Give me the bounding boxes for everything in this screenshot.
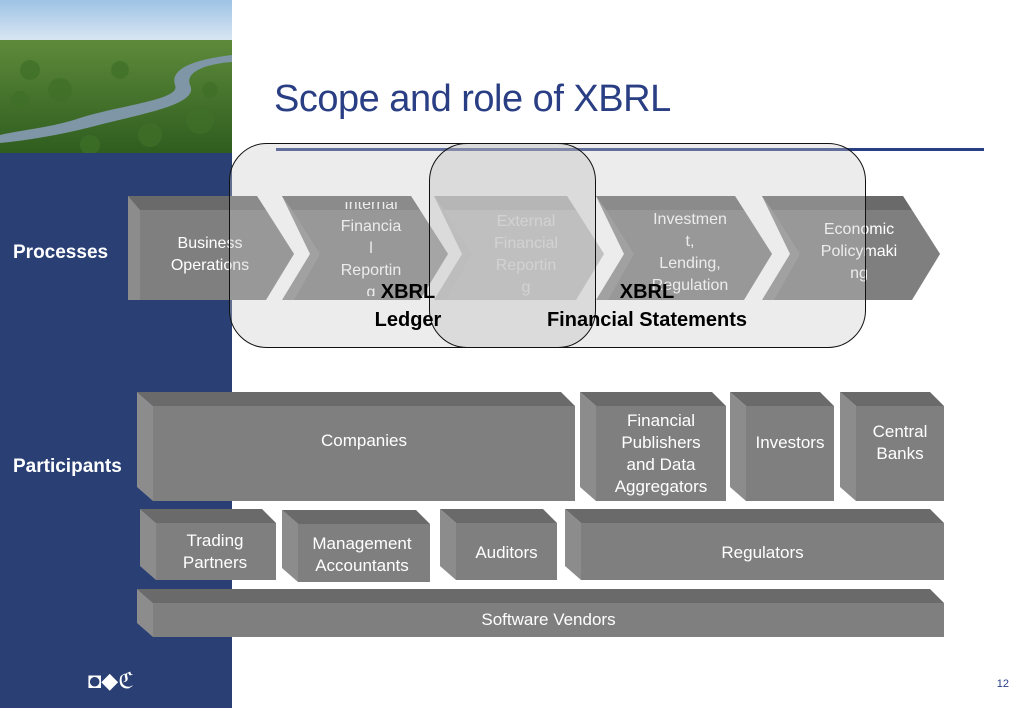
process-label: External Financial Reportin g — [493, 213, 559, 296]
participant-label: Companies — [321, 431, 407, 450]
participant-auditors: Auditors — [440, 509, 557, 580]
brand-logo: ◘◆ℭ — [88, 668, 134, 693]
participant-companies: Companies — [137, 392, 575, 501]
participant-label: Trading Partners — [182, 531, 248, 572]
participant-label: Software Vendors — [481, 610, 616, 629]
river-photo — [0, 0, 232, 153]
participant-investors: Investors — [730, 392, 834, 501]
participant-label: Central Banks — [872, 422, 928, 463]
xbrl-financial-statements-label: XBRL Financial Statements — [546, 281, 748, 331]
process-internal-financial-reporting: Internal Financia l Reportin g — [282, 196, 448, 300]
participant-label: Auditors — [475, 543, 538, 562]
process-label: Investmen t, Lending, Regulation — [651, 211, 729, 294]
participant-label: Financial Publishers and Data Aggregator… — [614, 410, 708, 496]
process-business-operations: Business Operations — [128, 196, 294, 300]
process-economic-policymaking: Economic Policymaki ng — [762, 196, 940, 300]
participants-row-label: Participants — [13, 456, 122, 477]
xbrl-ledger-label: XBRL Ledger — [374, 281, 442, 331]
process-investment-lending-regulation: Investmen t, Lending, Regulation — [596, 196, 772, 300]
page-number: 12 — [996, 678, 1009, 690]
process-external-financial-reporting: External Financial Reportin g — [434, 196, 604, 300]
participant-financial-publishers: Financial Publishers and Data Aggregator… — [580, 392, 726, 501]
participant-management-accountants: Management Accountants — [282, 510, 430, 582]
slide-title: Scope and role of XBRL — [274, 78, 671, 120]
title-underline — [276, 148, 984, 151]
participant-label: Regulators — [721, 543, 804, 562]
xbrl-ledger-overlap-scope — [429, 143, 596, 348]
participant-software-vendors: Software Vendors — [137, 589, 944, 637]
process-label: Internal Financia l Reportin g — [340, 202, 402, 296]
participant-trading-partners: Trading Partners — [140, 509, 276, 580]
processes-row-label: Processes — [13, 242, 109, 263]
participant-label: Management Accountants — [312, 534, 412, 575]
participant-regulators: Regulators — [565, 509, 944, 580]
participant-central-banks: Central Banks — [840, 392, 944, 501]
participant-label: Investors — [755, 433, 825, 452]
process-label: Economic Policymaki ng — [820, 221, 898, 282]
